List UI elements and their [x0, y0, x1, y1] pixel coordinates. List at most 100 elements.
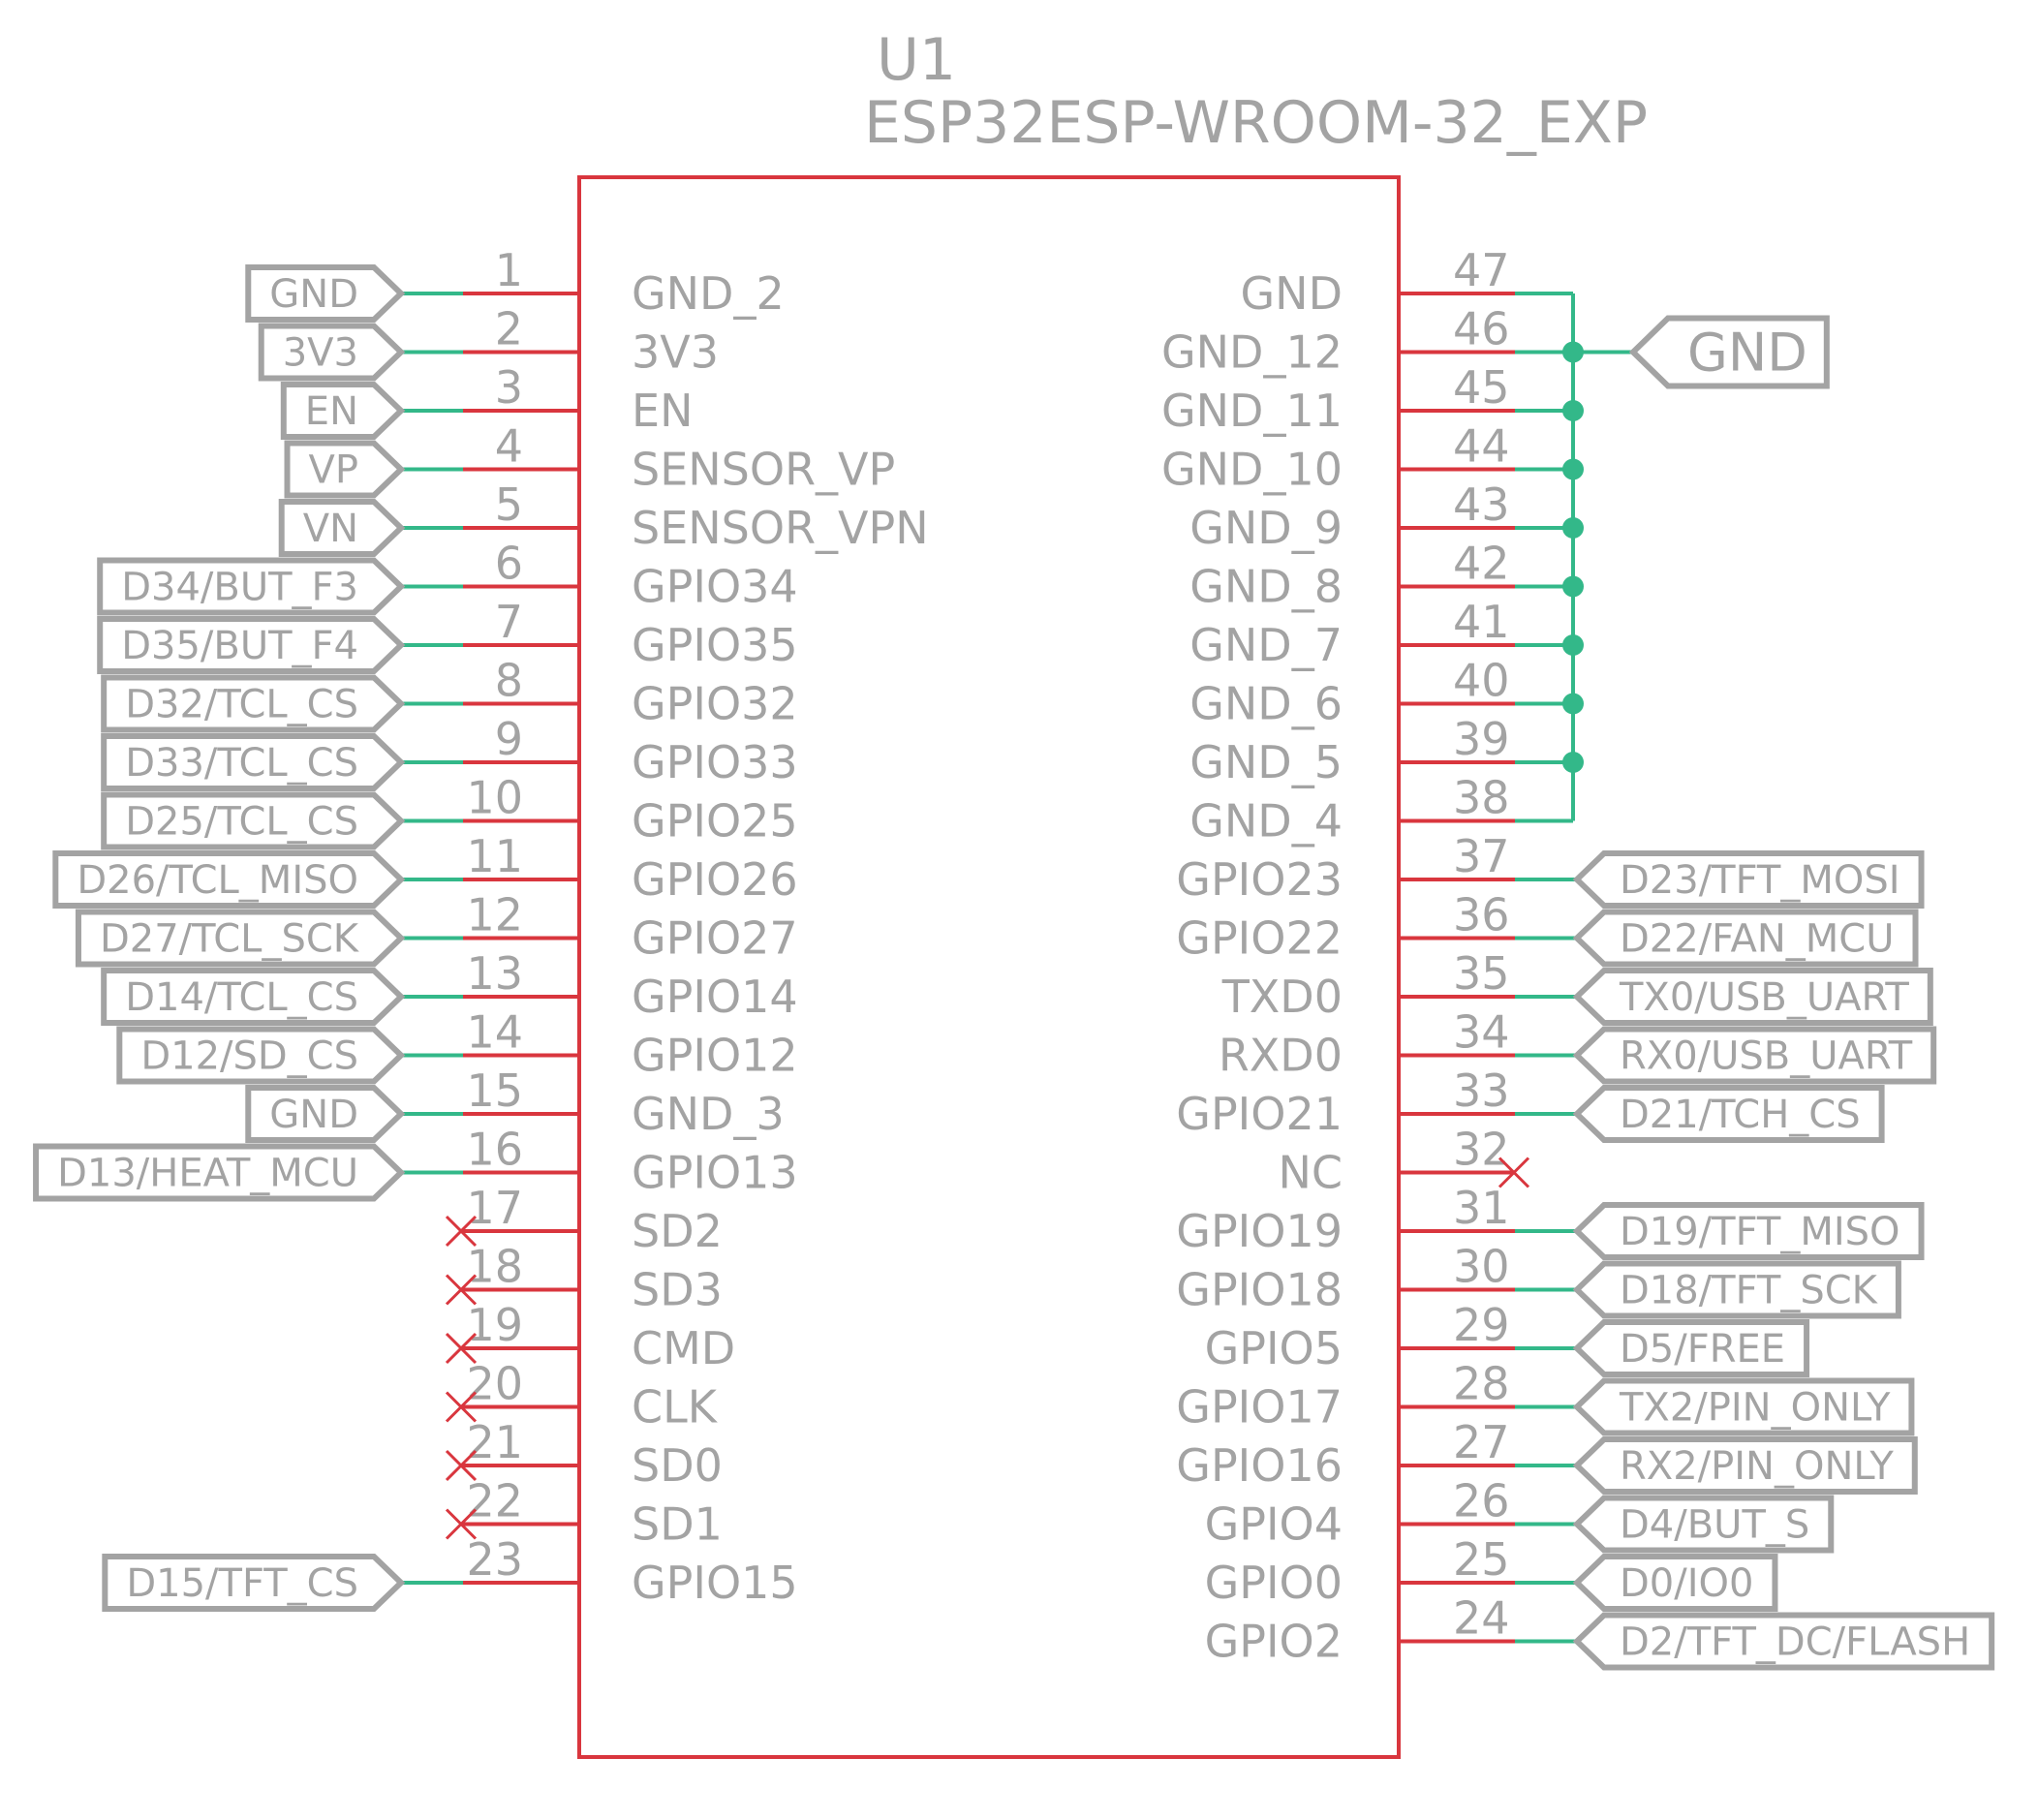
pin-name: CMD [632, 1322, 735, 1374]
pin-name: CLK [632, 1381, 719, 1434]
net-label-text: D21/TCH_CS [1620, 1093, 1861, 1137]
pin-name: GND_3 [632, 1088, 785, 1140]
pin-name: GPIO18 [1176, 1264, 1343, 1316]
net-label-d26-tcl-miso [52, 850, 406, 909]
net-label-d33-tcl-cs [101, 733, 406, 791]
pin-number: 13 [466, 947, 523, 1000]
pin-number: 20 [466, 1358, 523, 1410]
pin-number: 28 [1453, 1358, 1510, 1410]
pin-number: 16 [466, 1124, 523, 1176]
pin-11: 11 GPIO26 D26/TCL_MISO [52, 830, 798, 909]
pin-number: 10 [466, 772, 523, 824]
net-label-text: D22/FAN_MCU [1620, 917, 1895, 962]
net-label-text: D32/TCL_CS [125, 683, 358, 727]
net-label-text: D4/BUT_S [1620, 1503, 1809, 1548]
no-connect-marker [445, 1332, 478, 1365]
pin-number: 45 [1453, 361, 1510, 414]
pin-name: SD2 [632, 1205, 723, 1257]
junction-dot [1562, 634, 1584, 656]
pin-number: 34 [1453, 1006, 1510, 1059]
pin-number: 21 [466, 1416, 523, 1468]
net-label-vn [278, 499, 406, 557]
pin-number: 27 [1453, 1416, 1510, 1468]
pin-number: 9 [495, 713, 523, 765]
component-reference: U1 [877, 26, 956, 94]
pin-name: GPIO21 [1176, 1088, 1343, 1140]
net-label-gnd [245, 1085, 406, 1143]
no-connect-marker [445, 1391, 478, 1423]
pin-number: 31 [1453, 1182, 1510, 1234]
net-label-d5-free [1572, 1319, 1810, 1377]
pin-number: 5 [495, 478, 523, 531]
pin-name: GND_2 [632, 267, 785, 320]
net-label-text: D0/IO0 [1620, 1561, 1753, 1606]
pin-name: GPIO2 [1205, 1616, 1343, 1668]
pin-number: 30 [1453, 1241, 1510, 1293]
right-pin-group: 47GND46GND_1245GND_1144GND_1043GND_942GN… [1161, 244, 1995, 1671]
pin-name: EN [632, 385, 693, 437]
net-label-text: TX0/USB_UART [1619, 975, 1909, 1020]
pin-number: 3 [495, 361, 523, 414]
no-connect-marker [1498, 1157, 1530, 1188]
net-label-text: GND [269, 1093, 358, 1137]
net-label-d23-tft-mosi [1572, 850, 1925, 909]
pin-name: SD1 [632, 1498, 723, 1551]
pin-number: 14 [466, 1006, 523, 1059]
net-label-text: D15/TFT_CS [126, 1561, 358, 1606]
net-label-d35-but-f4 [97, 616, 406, 674]
net-label-text: RX0/USB_UART [1620, 1034, 1913, 1079]
pin-number: 35 [1453, 947, 1510, 1000]
pin-name: GND_6 [1189, 678, 1343, 730]
net-label-text: D5/FREE [1620, 1327, 1785, 1372]
pin-name: GPIO17 [1176, 1381, 1343, 1434]
pin-name: GPIO33 [632, 736, 798, 788]
pin-number: 11 [466, 830, 523, 882]
pin-name: GPIO26 [632, 853, 798, 906]
pin-number: 18 [466, 1241, 523, 1293]
pin-number: 40 [1453, 655, 1510, 707]
net-label-text: D26/TCL_MISO [77, 858, 358, 903]
pin-name: GND_11 [1161, 385, 1343, 437]
pin-name: SD3 [632, 1264, 723, 1316]
net-label-tx2-pin-only [1572, 1377, 1915, 1436]
net-label-d13-heat-mcu [33, 1143, 406, 1202]
net-label-text: D18/TFT_SCK [1620, 1269, 1879, 1313]
net-label-text: D19/TFT_MISO [1620, 1210, 1900, 1254]
pin-name: GPIO15 [632, 1557, 798, 1609]
pin-number: 29 [1453, 1299, 1510, 1351]
pin-number: 8 [495, 655, 523, 707]
net-label-d34-but-f3 [97, 557, 406, 616]
pin-30: 30 GPIO18 D18/TFT_SCK [1176, 1241, 1901, 1319]
pin-number: 23 [466, 1533, 523, 1586]
pin-number: 4 [495, 420, 523, 473]
net-label-text: RX2/PIN_ONLY [1620, 1444, 1894, 1489]
pin-40: 40 GND_6 [1189, 655, 1573, 730]
pin-number: 15 [466, 1064, 523, 1117]
component-body [577, 175, 1401, 1759]
net-label-text: D14/TCL_CS [125, 975, 358, 1020]
junction-dot [1562, 752, 1584, 773]
pin-name: GPIO35 [632, 619, 798, 671]
net-label-d2-tft-dc-flash [1572, 1612, 1995, 1671]
